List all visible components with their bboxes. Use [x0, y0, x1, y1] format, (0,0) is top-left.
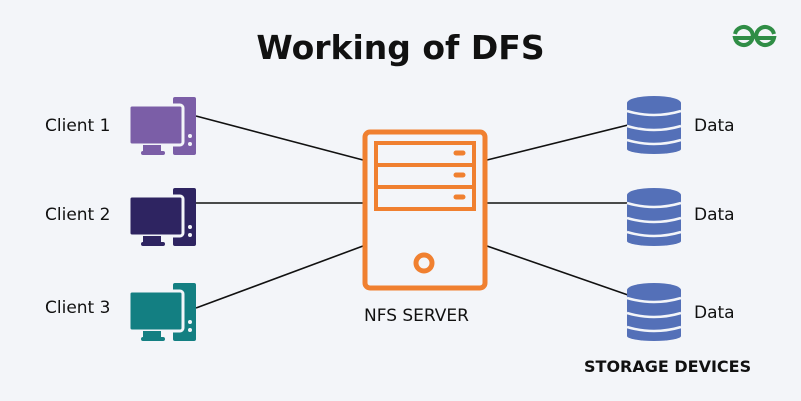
data-2-label: Data	[694, 205, 735, 225]
link-server-data1	[486, 124, 629, 161]
client-3-label: Client 3	[45, 298, 111, 318]
link-server-data3	[486, 245, 629, 296]
page-title: Working of DFS	[256, 28, 545, 67]
client-computer-icon	[127, 283, 196, 341]
connections	[195, 115, 629, 309]
client-computer-icon	[127, 97, 196, 155]
client-computer-icon	[127, 188, 196, 246]
client-1-label: Client 1	[45, 116, 111, 136]
database-icon	[626, 96, 682, 154]
link-client3-server	[195, 245, 364, 309]
storage-devices-label: STORAGE DEVICES	[584, 357, 752, 376]
link-client1-server	[195, 115, 364, 161]
database-icon	[626, 283, 682, 341]
database-icon	[626, 188, 682, 246]
data-1-label: Data	[694, 116, 735, 136]
data-3-label: Data	[694, 303, 735, 323]
gfg-logo	[732, 25, 777, 47]
server-icon	[362, 129, 488, 291]
client-2-label: Client 2	[45, 205, 111, 225]
server-label: NFS SERVER	[364, 306, 469, 326]
